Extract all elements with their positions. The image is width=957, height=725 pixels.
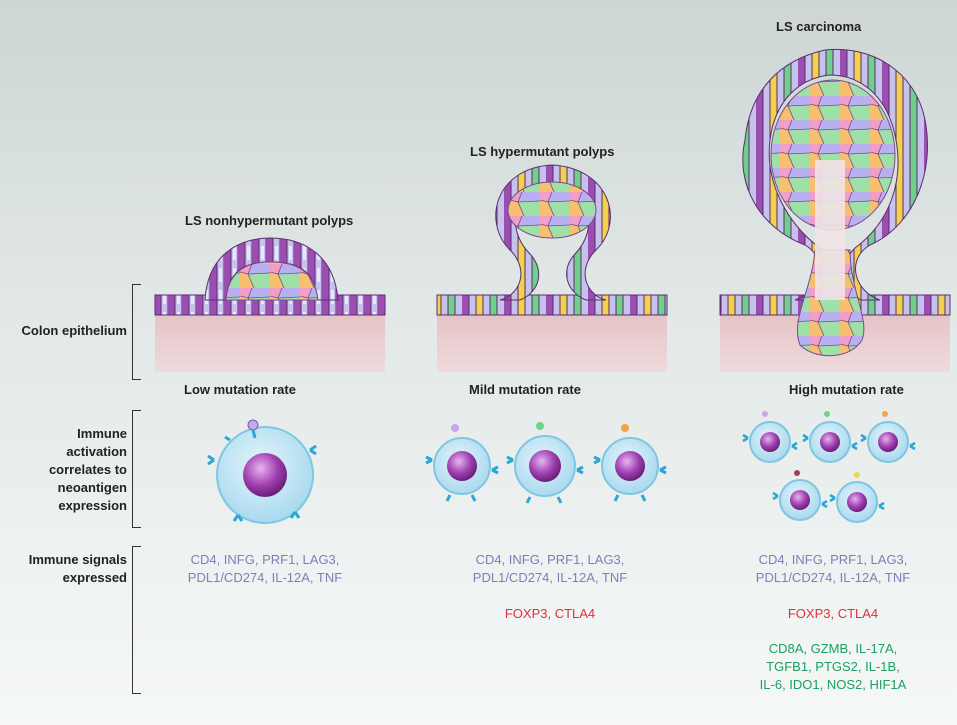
- signals-green: IL-6, IDO1, NOS2, HIF1A: [759, 677, 907, 692]
- signals-base: PDL1/CD274, IL-12A, TNF: [187, 570, 343, 585]
- stage-title-carcinoma: LS carcinoma: [776, 19, 862, 34]
- signals-red: FOXP3, CTLA4: [504, 606, 596, 621]
- mutation-rate-high: High mutation rate: [789, 382, 904, 397]
- mutation-rate-low: Low mutation rate: [184, 382, 296, 397]
- bracket-immune-activation: [132, 410, 141, 528]
- signals-column-high: CD4, INFG, PRF1, LAG3, PDL1/CD274, IL-12…: [733, 551, 933, 694]
- signals-base: PDL1/CD274, IL-12A, TNF: [472, 570, 628, 585]
- row-label-immune-signals: Immune signals expressed: [28, 552, 127, 585]
- immune-cells-high: [742, 411, 916, 523]
- signals-base: PDL1/CD274, IL-12A, TNF: [755, 570, 911, 585]
- row-label-epithelium: Colon epithelium: [21, 323, 127, 338]
- signals-green: TGFB1, PTGS2, IL-1B,: [766, 659, 900, 674]
- hypermutant-polyp-illustration: [436, 164, 668, 372]
- stage-title-nonhypermutant: LS nonhypermutant polyps: [185, 213, 354, 228]
- stage-title-hypermutant: LS hypermutant polyps: [470, 144, 615, 159]
- signals-red: FOXP3, CTLA4: [787, 606, 879, 621]
- mutation-rate-mild: Mild mutation rate: [469, 382, 581, 397]
- nonhypermutant-polyp-illustration: [154, 237, 386, 372]
- signals-column-mild: CD4, INFG, PRF1, LAG3, PDL1/CD274, IL-12…: [450, 551, 650, 623]
- bracket-epithelium: [132, 284, 141, 380]
- immune-cells-mild: [425, 422, 667, 504]
- carcinoma-illustration: [719, 48, 951, 372]
- signals-base: CD4, INFG, PRF1, LAG3,: [475, 552, 625, 567]
- immune-cell-large: [207, 419, 317, 524]
- signals-base: CD4, INFG, PRF1, LAG3,: [190, 552, 340, 567]
- bracket-immune-signals: [132, 546, 141, 694]
- signals-base: CD4, INFG, PRF1, LAG3,: [758, 552, 908, 567]
- signals-green: CD8A, GZMB, IL-17A,: [768, 641, 898, 656]
- signals-column-low: CD4, INFG, PRF1, LAG3, PDL1/CD274, IL-12…: [165, 551, 365, 587]
- row-label-immune-activation: Immune activation correlates to neoantig…: [48, 426, 127, 513]
